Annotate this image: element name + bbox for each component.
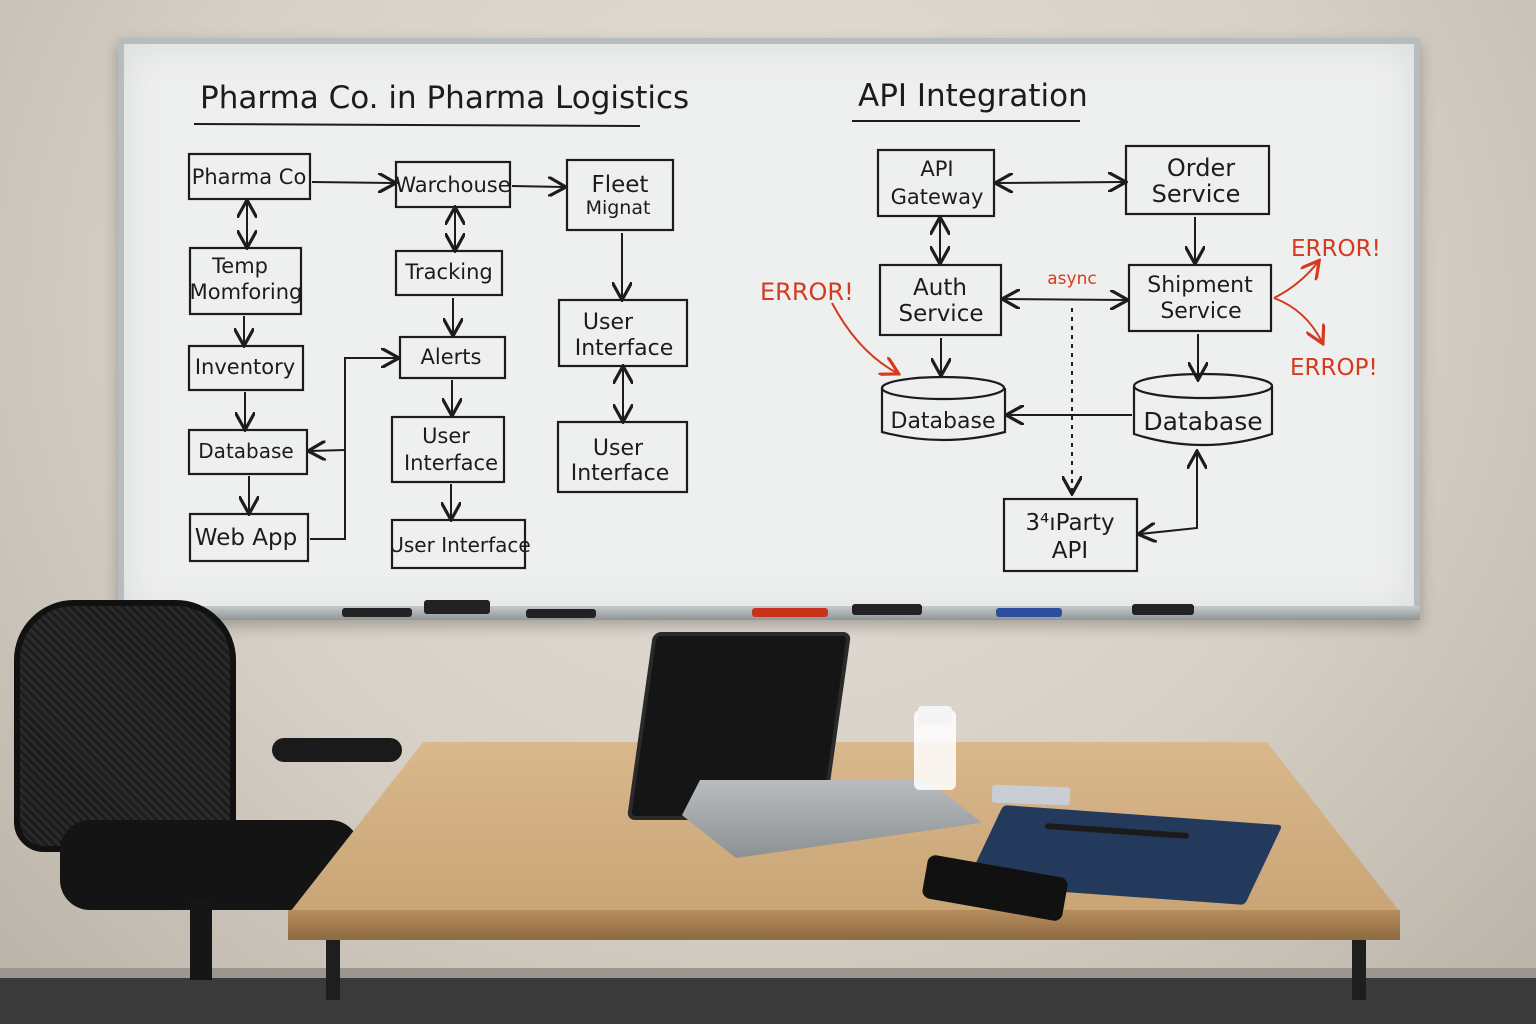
- node-user-interface-bottom: User Interface: [389, 518, 531, 570]
- svg-text:Web App: Web App: [195, 525, 297, 551]
- office-chair-post: [190, 900, 212, 980]
- svg-text:Database: Database: [891, 409, 996, 434]
- red-marker: [752, 608, 828, 617]
- svg-text:User: User: [593, 436, 644, 461]
- svg-text:Service: Service: [1152, 180, 1241, 208]
- svg-text:Interface: Interface: [575, 336, 674, 361]
- desk-edge: [288, 910, 1400, 940]
- error-label-auth: ERROR!: [760, 278, 854, 306]
- node-temp-monitoring: Temp Momforing: [188, 246, 303, 316]
- svg-text:Service: Service: [898, 301, 983, 327]
- right-diagram-arrows: [940, 182, 1198, 534]
- desk-leg: [326, 940, 340, 1000]
- left-diagram-title: Pharma Co. in Pharma Logistics: [200, 80, 689, 116]
- svg-text:Temp: Temp: [211, 254, 268, 278]
- floor: [0, 978, 1536, 1024]
- node-user-interface-fleet: User Interface: [557, 298, 689, 368]
- svg-text:User Interface: User Interface: [389, 533, 530, 557]
- eraser: [852, 604, 922, 615]
- node-user-interface-fleet-2: User Interface: [556, 420, 689, 494]
- node-database-auth: Database: [880, 375, 1007, 442]
- pill-bottle-cap: [918, 706, 952, 724]
- marker: [342, 608, 412, 617]
- error-label-shipment-top: ERROR!: [1291, 236, 1381, 262]
- error-arrows: [831, 262, 1322, 373]
- svg-text:Auth: Auth: [913, 275, 967, 301]
- svg-text:Alerts: Alerts: [421, 345, 482, 369]
- blister-pack: [991, 784, 1071, 806]
- svg-text:Shipment: Shipment: [1147, 273, 1253, 298]
- baseboard: [0, 968, 1536, 980]
- node-shipment-service: Shipment Service: [1127, 263, 1273, 333]
- svg-text:Order: Order: [1167, 154, 1235, 182]
- svg-text:User: User: [583, 310, 634, 335]
- svg-text:Warchouse: Warchouse: [395, 173, 510, 197]
- node-api-gateway: API Gateway: [876, 148, 996, 218]
- node-order-service: Order Service: [1124, 144, 1271, 216]
- svg-text:Tracking: Tracking: [404, 260, 492, 284]
- svg-text:User: User: [422, 424, 470, 448]
- svg-text:Interface: Interface: [404, 451, 498, 475]
- svg-text:Service: Service: [1160, 299, 1241, 324]
- blue-marker: [996, 608, 1062, 617]
- svg-text:Fleet: Fleet: [592, 172, 649, 198]
- right-diagram-title: API Integration: [858, 78, 1088, 114]
- eraser: [424, 600, 490, 614]
- office-chair-back: [14, 600, 236, 852]
- svg-text:API: API: [1052, 538, 1088, 564]
- svg-text:Inventory: Inventory: [195, 355, 295, 379]
- error-label-shipment-bottom: ERROP!: [1290, 355, 1378, 381]
- node-database-shipment: Database: [1132, 372, 1274, 447]
- svg-text:Momforing: Momforing: [190, 280, 303, 304]
- node-auth-service: Auth Service: [878, 263, 1003, 337]
- node-pharma-co: Pharma Co: [187, 152, 312, 201]
- node-inventory: Inventory: [187, 344, 305, 392]
- svg-text:Database: Database: [1143, 407, 1262, 436]
- node-database-left: Database: [187, 428, 309, 476]
- marker: [526, 609, 596, 618]
- node-web-app: Web App: [188, 512, 310, 563]
- svg-text:API: API: [920, 157, 953, 181]
- node-fleet-mgmt: Fleet Mignat: [565, 158, 675, 232]
- node-warehouse: Warchouse: [394, 160, 512, 209]
- desk-leg: [1352, 940, 1366, 1000]
- node-tracking: Tracking: [394, 249, 504, 297]
- svg-text:Database: Database: [198, 439, 293, 463]
- svg-text:Pharma Co: Pharma Co: [192, 165, 307, 189]
- title-underline: [193, 123, 641, 127]
- eraser: [1132, 604, 1194, 615]
- svg-text:3⁴ıParty: 3⁴ıParty: [1025, 510, 1114, 536]
- office-chair-armrest: [272, 738, 402, 762]
- node-user-interface-alerts: User Interface: [390, 415, 506, 484]
- async-label: async: [1047, 269, 1096, 289]
- svg-text:Mignat: Mignat: [586, 197, 651, 219]
- svg-text:Gateway: Gateway: [891, 185, 984, 209]
- left-diagram-arrows: [244, 182, 623, 540]
- svg-text:Interface: Interface: [571, 461, 670, 486]
- node-third-party-api: 3⁴ıParty API: [1002, 497, 1139, 573]
- node-alerts: Alerts: [398, 335, 507, 380]
